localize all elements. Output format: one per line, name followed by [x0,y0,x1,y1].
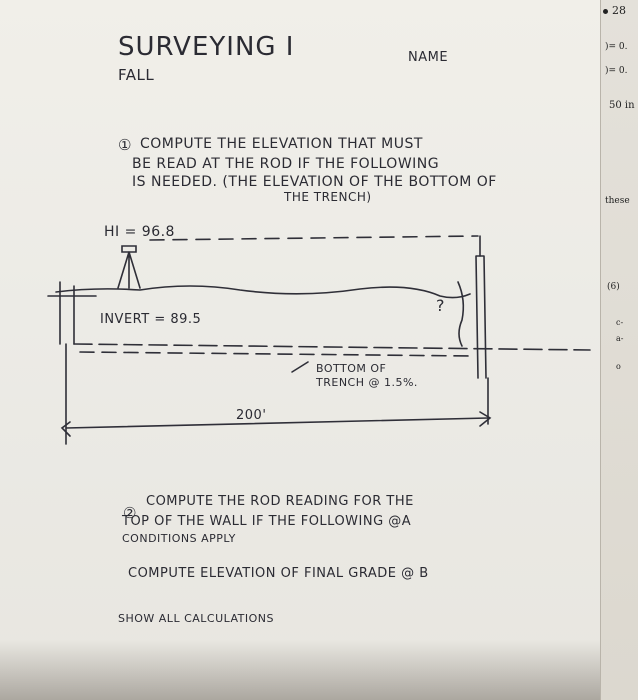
leveling-rod [475,255,487,379]
name-label: NAME [408,50,449,65]
side-fragment: c- [616,318,624,327]
trench-sketch [47,235,591,445]
question-1-line-4: THE TRENCH) [284,190,372,204]
worksheet-title: SURVEYING I [118,32,295,62]
question-2-number: ② [123,504,137,522]
side-fragment: (6) [607,282,620,292]
side-fragment: )= 0. [605,42,628,52]
left-manhole [47,281,97,345]
ground-line [55,285,471,299]
photo-shadow [0,640,600,700]
trench-slope-label: TRENCH @ 1.5%. [316,376,418,389]
hi-label: HI = 96.8 [104,224,175,240]
side-page-number: 28 [612,4,626,17]
term-label: FALL [118,66,155,84]
trench-bottom-label: BOTTOM OF [316,362,387,375]
side-fragment: )= 0. [605,66,628,76]
trench-bottom-line [73,343,591,351]
unknown-label: ? [436,296,445,315]
side-fragment: 50 in [609,100,635,111]
question-2-line-5: SHOW ALL CALCULATIONS [118,612,275,625]
question-2-line-2: TOP OF THE WALL IF THE FOLLOWING @A [122,514,412,529]
side-fragment: these [605,196,630,206]
dimension-line [65,417,489,429]
level-instrument-icon [117,245,141,289]
line-of-sight [149,235,479,241]
side-fragment: o [616,362,621,371]
question-1-line-1: COMPUTE THE ELEVATION THAT MUST [140,136,423,152]
bullet-dot [603,9,608,14]
adjacent-page [600,0,638,700]
worksheet-page [0,0,600,700]
question-1-line-3: IS NEEDED. (THE ELEVATION OF THE BOTTOM … [132,174,497,190]
question-2-line-3: CONDITIONS APPLY [122,532,236,545]
unknown-bracket [457,281,465,347]
question-1-number: ① [118,136,132,154]
question-1-line-2: BE READ AT THE ROD IF THE FOLLOWING [132,156,440,172]
question-2-line-4: COMPUTE ELEVATION OF FINAL GRADE @ B [128,566,429,581]
invert-label: INVERT = 89.5 [100,312,202,327]
question-2-line-1: COMPUTE THE ROD READING FOR THE [146,494,414,509]
distance-label: 200' [236,408,267,423]
side-fragment: a- [616,334,624,343]
